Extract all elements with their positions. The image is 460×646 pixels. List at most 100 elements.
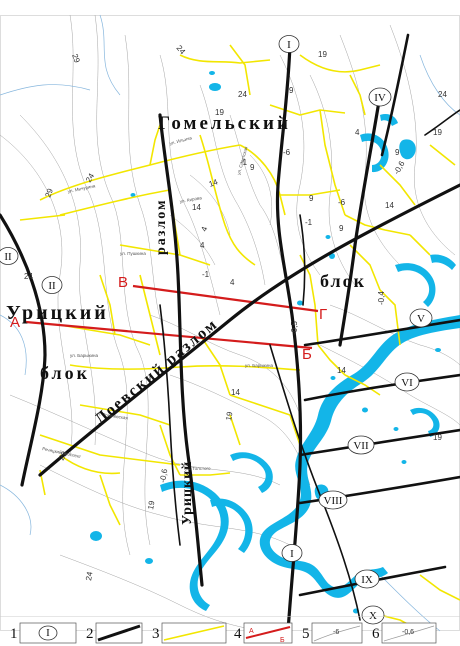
- point-b: Б: [302, 346, 312, 363]
- block-labels: Гомельский блок Урицкий блок: [6, 113, 364, 383]
- svg-text:ул. Рогачевская: ул. Рогачевская: [95, 411, 129, 421]
- legend-item-contour-fractional: 6 -0,6: [372, 622, 437, 644]
- svg-text:14: 14: [208, 177, 220, 189]
- legend-item-profile-line: 4 А Б: [234, 622, 293, 644]
- svg-text:X: X: [369, 610, 377, 622]
- svg-text:6: 6: [372, 626, 380, 642]
- svg-text:ул. Кирова: ул. Кирова: [179, 195, 202, 204]
- svg-text:-1: -1: [240, 158, 248, 167]
- svg-text:9: 9: [289, 86, 294, 95]
- fault-iv: [338, 93, 382, 347]
- svg-text:-0,5: -0,5: [290, 321, 299, 335]
- fault-viii: [298, 475, 460, 505]
- fault-vi: [303, 373, 460, 402]
- uritsky-fault-label: Урицкий: [180, 461, 195, 525]
- fault-inner: [299, 214, 306, 306]
- profile-points: А Б В Г: [10, 274, 327, 363]
- svg-text:5: 5: [302, 626, 310, 642]
- svg-text:II: II: [4, 251, 12, 263]
- profile-marker-vi: VI: [394, 372, 420, 392]
- svg-text:1: 1: [10, 626, 18, 642]
- svg-text:19: 19: [146, 499, 157, 510]
- svg-text:24: 24: [238, 90, 247, 99]
- profile-fault-i: [275, 43, 303, 633]
- svg-text:I: I: [287, 39, 291, 51]
- svg-text:9: 9: [309, 194, 314, 203]
- svg-text:-0,6: -0,6: [158, 468, 169, 484]
- profile-marker-i-bottom: I: [281, 544, 303, 562]
- fault-ii-west: [0, 213, 47, 487]
- point-g: Г: [319, 306, 327, 323]
- svg-text:-6: -6: [338, 198, 346, 207]
- fault-ne-small: [424, 109, 460, 136]
- svg-text:ул. Мичурина: ул. Мичурина: [67, 183, 96, 194]
- svg-text:V: V: [417, 313, 425, 325]
- fault-v: [303, 318, 460, 347]
- uritsky-block-label: Урицкий: [6, 302, 109, 324]
- faults: [0, 33, 460, 633]
- profile-marker-viii: VIII: [318, 490, 348, 510]
- fault-north-east: [380, 33, 410, 157]
- svg-text:29: 29: [70, 53, 82, 65]
- svg-text:VII: VII: [353, 440, 369, 452]
- svg-text:I: I: [46, 627, 50, 639]
- svg-text:19: 19: [318, 50, 327, 59]
- svg-text:29: 29: [43, 187, 55, 199]
- legend-item-profile-marker: 1 I: [10, 622, 77, 644]
- profile-marker-ix: IX: [354, 569, 380, 589]
- svg-text:-0,4: -0,4: [377, 291, 386, 305]
- svg-text:ул. Барыкина: ул. Барыкина: [245, 363, 273, 368]
- point-a: А: [10, 314, 20, 331]
- point-v: В: [118, 274, 128, 291]
- svg-text:-1: -1: [305, 218, 313, 227]
- svg-text:-6: -6: [333, 629, 339, 636]
- svg-text:VIII: VIII: [324, 495, 343, 507]
- svg-text:Б: Б: [280, 637, 285, 644]
- svg-text:4: 4: [355, 128, 360, 137]
- svg-text:-0,6: -0,6: [402, 629, 414, 636]
- legend-item-road: 3: [152, 622, 227, 644]
- svg-text:4: 4: [230, 278, 235, 287]
- profile-lines: [25, 284, 319, 350]
- profile-marker-iv: IV: [368, 87, 392, 107]
- uritsky-fault-branch: [159, 304, 181, 546]
- raz-fault-label: разлом: [154, 198, 169, 255]
- svg-text:IX: IX: [361, 574, 373, 586]
- profile-marker-i-top: I: [278, 35, 300, 53]
- svg-text:9: 9: [250, 163, 255, 172]
- profile-marker-ii: II: [41, 276, 63, 294]
- svg-text:24: 24: [438, 90, 447, 99]
- svg-text:II: II: [48, 280, 56, 292]
- svg-text:14: 14: [337, 366, 346, 375]
- contour-labels: 29 24 19 29 24 24 24 19 14 4 9 14 -1 -6 …: [24, 44, 447, 582]
- svg-text:-1: -1: [202, 270, 210, 279]
- svg-text:24: 24: [84, 570, 95, 581]
- svg-text:19: 19: [224, 410, 235, 421]
- svg-text:IV: IV: [374, 92, 386, 104]
- profile-marker-vii: VII: [347, 435, 375, 455]
- svg-text:4: 4: [234, 626, 242, 642]
- uritsky-block-word: блок: [40, 363, 90, 383]
- svg-text:14: 14: [192, 203, 201, 212]
- svg-text:4: 4: [200, 241, 205, 250]
- svg-text:9: 9: [339, 224, 344, 233]
- svg-text:ул. Барыкина: ул. Барыкина: [70, 353, 98, 358]
- gomel-block-label: Гомельский: [158, 113, 291, 134]
- svg-text:ул. Пушкина: ул. Пушкина: [120, 251, 146, 256]
- svg-text:-6: -6: [283, 148, 291, 157]
- fault-ix: [298, 565, 447, 597]
- legend-item-contour: 5 -6: [302, 622, 363, 644]
- svg-text:14: 14: [231, 388, 240, 397]
- svg-text:4: 4: [199, 225, 209, 233]
- svg-text:2: 2: [86, 626, 94, 642]
- svg-text:А: А: [249, 628, 254, 635]
- profile-marker-ii-edge: II: [0, 247, 19, 265]
- svg-text:VI: VI: [401, 377, 413, 389]
- svg-text:14: 14: [385, 201, 394, 210]
- svg-text:ул. Ильича: ул. Ильича: [169, 135, 193, 146]
- profile-marker-x: X: [361, 605, 385, 625]
- svg-text:9: 9: [395, 148, 400, 157]
- svg-text:3: 3: [152, 626, 160, 642]
- profile-marker-v: V: [409, 308, 433, 328]
- map-legend: 1 I 2 3 4 А Б 5 -6 6 -0,6: [0, 616, 460, 644]
